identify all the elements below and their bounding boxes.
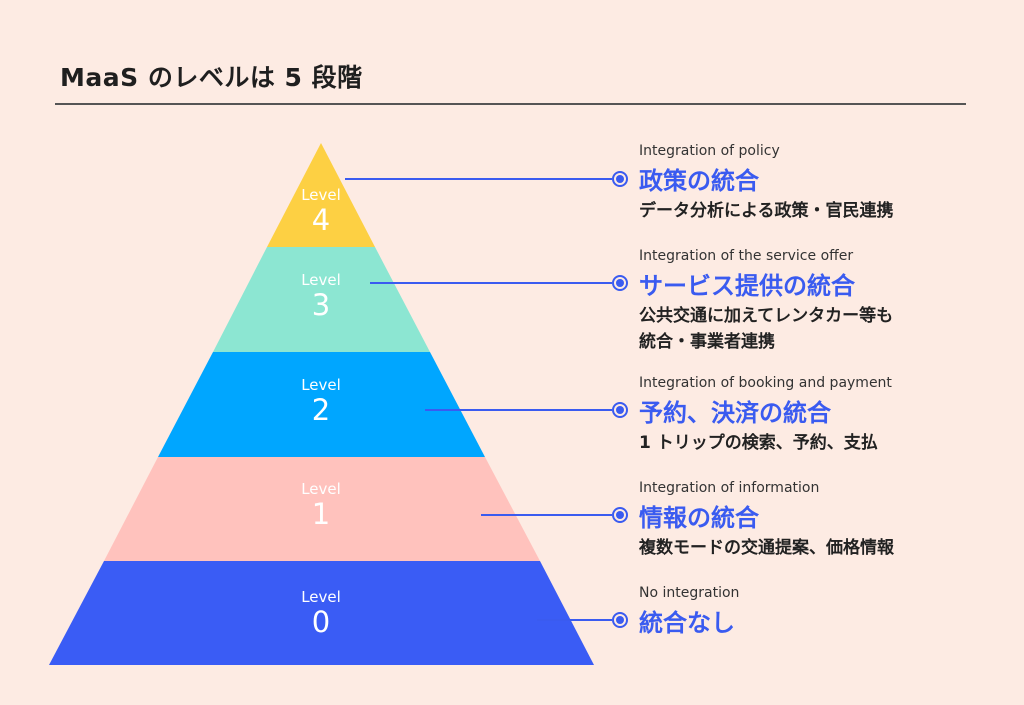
level-0-description: No integration 統合なし: [639, 585, 740, 637]
pyramid-tier-2: [158, 352, 485, 457]
page-title: MaaS のレベルは 5 段階: [60, 63, 363, 92]
connector-dot-4: [612, 171, 628, 187]
connector-dot-3: [612, 275, 628, 291]
pyramid-tier-4: [267, 143, 375, 247]
connector-dot-2: [612, 402, 628, 418]
level-3-description: Integration of the service offer サービス提供の…: [639, 248, 894, 352]
connector-dot-1: [612, 507, 628, 523]
level-4-label: Level 4: [301, 186, 341, 237]
level-1-description: Integration of information 情報の統合 複数モードの交…: [639, 480, 894, 558]
level-0-label: Level 0: [301, 588, 341, 639]
level-3-label: Level 3: [301, 271, 341, 322]
title-divider: [55, 103, 966, 105]
level-1-label: Level 1: [301, 480, 341, 531]
connector-dot-0: [612, 612, 628, 628]
level-4-description: Integration of policy 政策の統合 データ分析による政策・官…: [639, 143, 894, 221]
pyramid-tier-1: [104, 457, 540, 561]
level-2-description: Integration of booking and payment 予約、決済…: [639, 375, 892, 453]
level-2-label: Level 2: [301, 376, 341, 427]
pyramid-tier-0: [49, 561, 594, 665]
pyramid-tier-3: [213, 247, 430, 352]
